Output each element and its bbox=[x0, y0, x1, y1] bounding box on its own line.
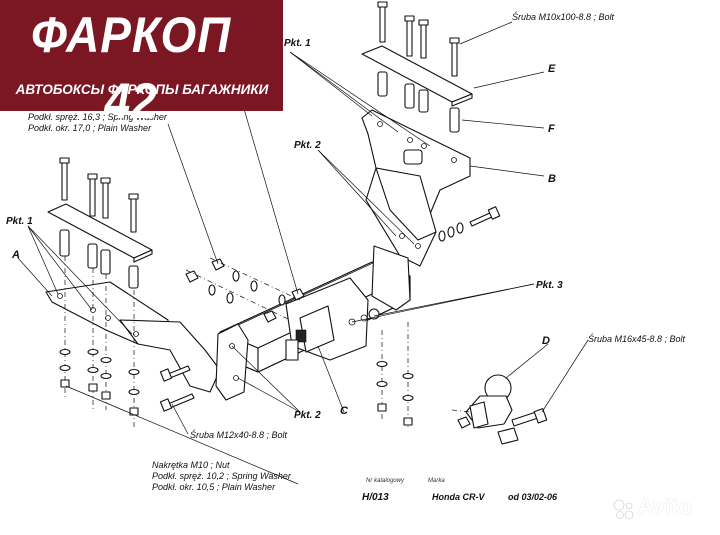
catalog-date: od 03/02-06 bbox=[508, 492, 558, 502]
spacer-f-3 bbox=[418, 89, 429, 113]
label-pkt2-lower: Pkt. 2 bbox=[294, 410, 321, 421]
label-part-b: B bbox=[548, 173, 556, 185]
spacer-left-3 bbox=[100, 249, 111, 275]
label-part-f: F bbox=[548, 123, 555, 135]
bolt-right-1 bbox=[377, 1, 388, 43]
catalog-block: Nr katalogowy Marka H/013 Honda CR-V od … bbox=[362, 478, 558, 503]
spacer-left-4 bbox=[128, 265, 139, 289]
leader-lines bbox=[17, 21, 589, 485]
catalog-number: H/013 bbox=[362, 492, 389, 503]
label-part-c: C bbox=[340, 405, 349, 417]
center-washers bbox=[159, 257, 305, 412]
label-pkt3: Pkt. 3 bbox=[536, 280, 563, 291]
spacer-left-1 bbox=[59, 229, 70, 257]
spacer-f-4 bbox=[449, 107, 460, 133]
catalog-nr-label: Nr katalogowy bbox=[366, 478, 405, 484]
right-lower-washers bbox=[376, 322, 414, 430]
catalog-marka-label: Marka bbox=[428, 478, 445, 484]
label-pkt2-upper: Pkt. 2 bbox=[294, 140, 321, 151]
right-bolt-group bbox=[361, 1, 501, 267]
avito-watermark: Avito bbox=[612, 492, 712, 526]
tow-ball-d bbox=[451, 374, 548, 445]
brand-banner: ФАРКОП 42 АВТОБОКСЫ ФАРКОПЫ БАГАЖНИКИ bbox=[0, 0, 283, 129]
label-part-e: E bbox=[548, 63, 556, 75]
note-washer-spring-top: Podkł. spręż. 16,3 ; Spring Washer bbox=[28, 112, 168, 122]
crossbar-c bbox=[215, 245, 411, 401]
label-pkt1-top: Pkt. 1 bbox=[284, 38, 311, 49]
bolt-left-2 bbox=[87, 173, 98, 217]
spacer-f-1 bbox=[377, 71, 388, 97]
bolt-right-4 bbox=[449, 37, 460, 77]
label-pkt1-left: Pkt. 1 bbox=[6, 216, 33, 227]
bolt-left-1 bbox=[59, 157, 70, 201]
note-bolt-right: Śruba M16x45-8.8 ; Bolt bbox=[588, 333, 686, 344]
bolt-left-3 bbox=[100, 177, 111, 219]
note-bolt-top: Śruba M10x100-8.8 ; Bolt bbox=[512, 11, 615, 22]
avito-dots-icon bbox=[613, 499, 634, 520]
left-bolt-group bbox=[45, 157, 221, 430]
spacer-left-2 bbox=[87, 243, 98, 269]
side-bolt-b bbox=[438, 206, 501, 242]
bolt-right-2 bbox=[404, 15, 415, 57]
label-part-a: A bbox=[11, 249, 20, 261]
note-washer-spring-bottom: Podkł. spręż. 10,2 ; Spring Washer bbox=[152, 471, 292, 481]
bolt-m12-left bbox=[159, 365, 195, 412]
note-nut-bottom: Nakrętka M10 ; Nut bbox=[152, 460, 230, 470]
brand-subtitle: АВТОБОКСЫ ФАРКОПЫ БАГАЖНИКИ bbox=[15, 82, 269, 97]
note-washer-plain-bottom: Podkł. okr. 10,5 ; Plain Washer bbox=[152, 482, 276, 492]
left-nuts-washers bbox=[59, 348, 140, 416]
spacer-f-2 bbox=[404, 83, 415, 109]
note-bolt-left: Śruba M12x40-8.8 ; Bolt bbox=[190, 429, 288, 440]
bolt-left-4 bbox=[128, 193, 139, 233]
label-part-d: D bbox=[542, 335, 550, 347]
callout-labels: Pkt. 1 Pkt. 1 Pkt. 2 Pkt. 2 Pkt. 3 A B C… bbox=[6, 11, 686, 492]
brand-title: ФАРКОП 42 bbox=[31, 7, 232, 129]
catalog-model: Honda CR-V bbox=[432, 492, 485, 502]
bolt-right-3 bbox=[418, 19, 429, 59]
note-washer-plain-top: Podkł. okr. 17,0 ; Plain Washer bbox=[28, 123, 152, 133]
avito-watermark-text: Avito bbox=[638, 496, 693, 519]
